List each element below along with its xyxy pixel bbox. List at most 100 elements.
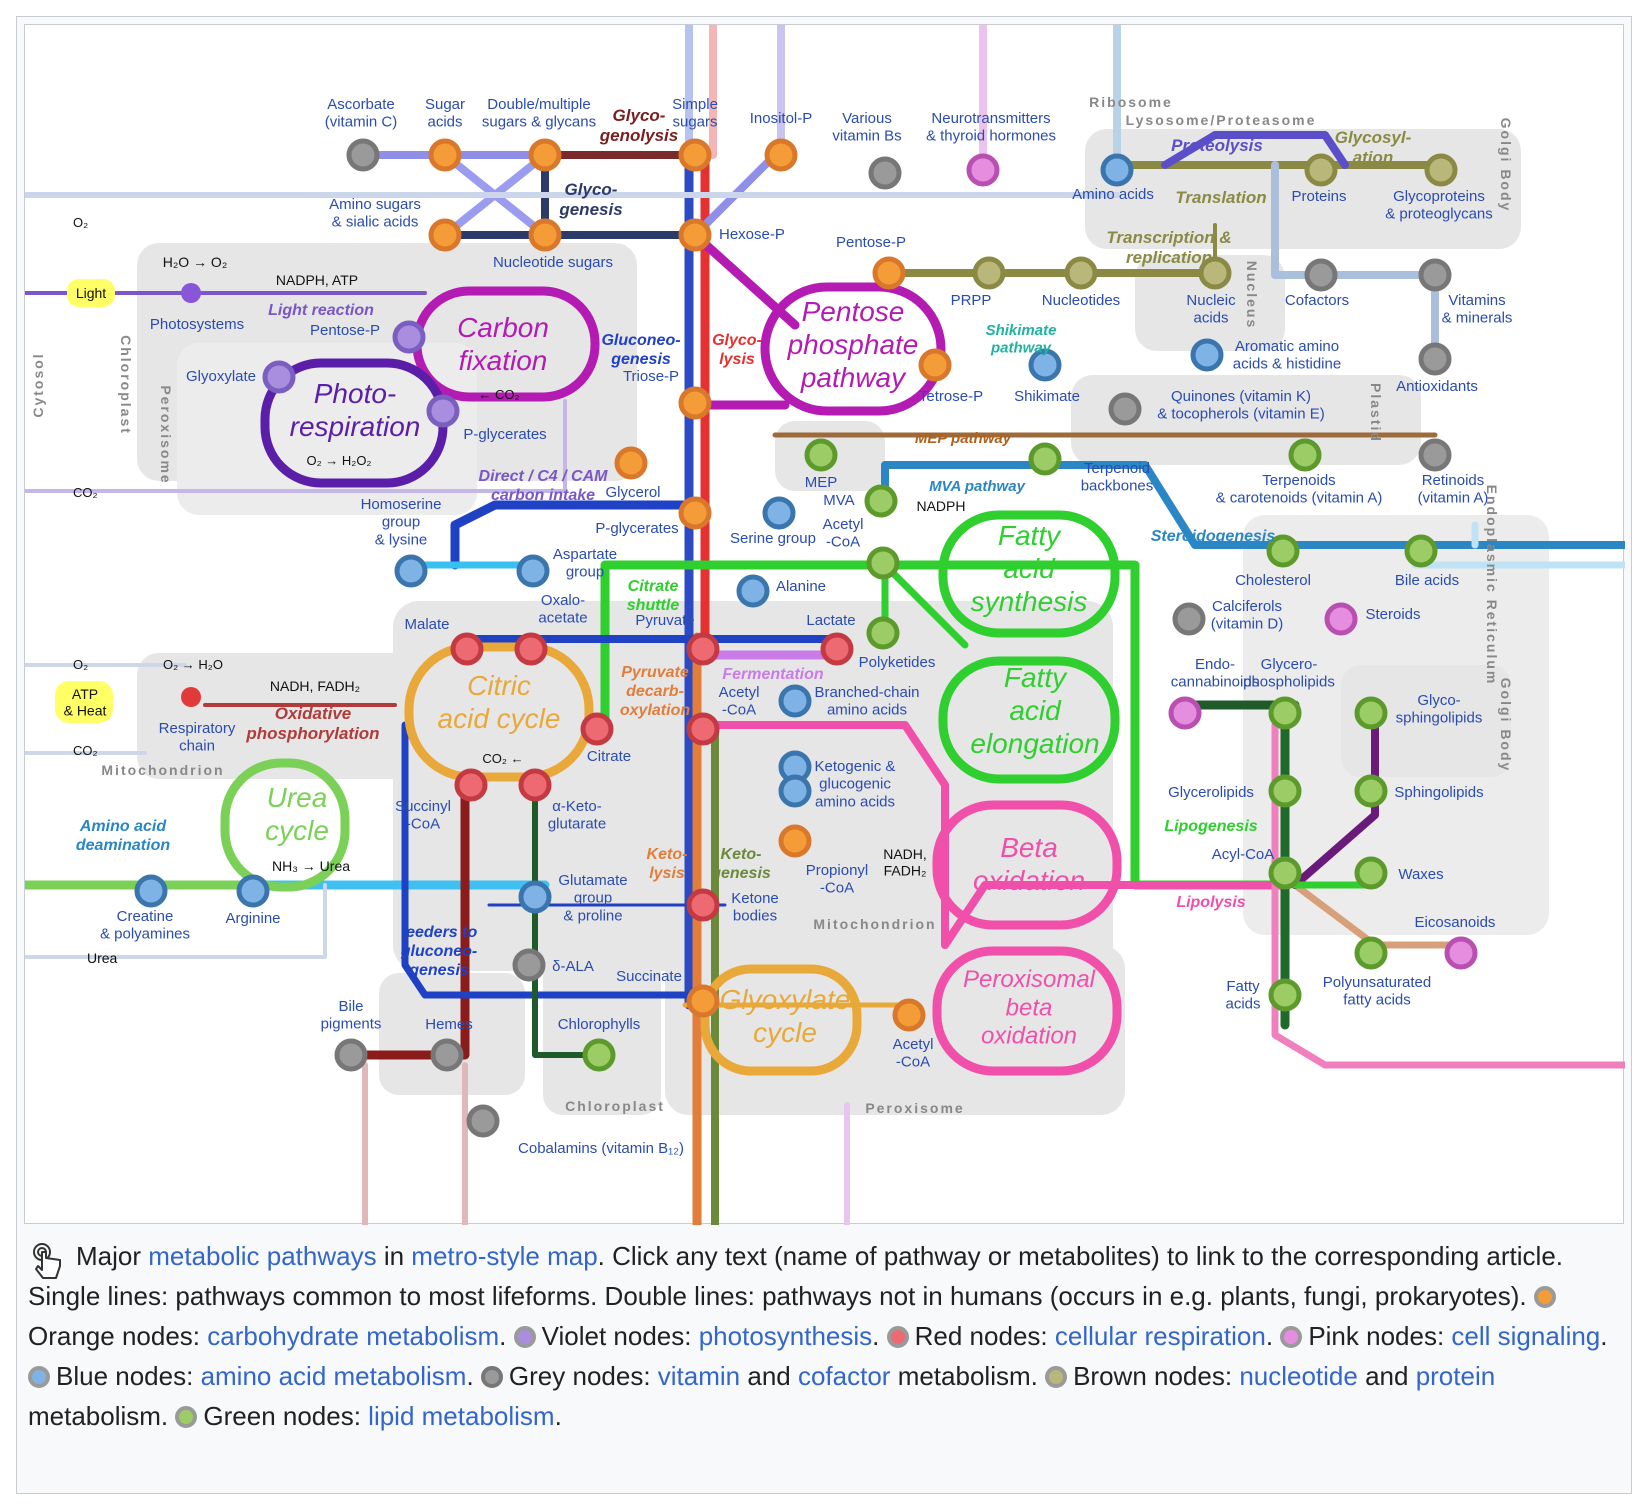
metabolite-label-amino-acids[interactable]: Amino acids	[1072, 186, 1154, 203]
node-aromatic[interactable]	[1190, 338, 1224, 372]
metabolite-label-glycerolipids[interactable]: Glycerolipids	[1168, 784, 1254, 801]
metabolite-label-nadh-fadh2-beta[interactable]: NADH,FADH₂	[883, 846, 927, 879]
pathway-label-mep[interactable]: MEP pathway	[915, 430, 1012, 447]
node-pentose-p-left[interactable]	[392, 320, 426, 354]
amino-acid-metabolism-link[interactable]: amino acid metabolism	[200, 1361, 467, 1391]
metabolite-label-endocannabinoids[interactable]: Endo-cannabinoids	[1171, 656, 1259, 691]
metabolite-label-bile-acids[interactable]: Bile acids	[1395, 572, 1459, 589]
nucleotide-link[interactable]: nucleotide	[1239, 1361, 1358, 1391]
metabolite-label-co2-left[interactable]: CO₂	[73, 485, 98, 500]
protein-link[interactable]: protein	[1415, 1361, 1496, 1391]
node-glycerolipids[interactable]	[1268, 774, 1302, 808]
node-homoserine[interactable]	[394, 554, 428, 588]
node-glycoproteins[interactable]	[1424, 153, 1458, 187]
node-pentose-p-top[interactable]	[872, 256, 906, 290]
node-mep-node[interactable]	[804, 438, 838, 472]
node-ketogenic2[interactable]	[778, 774, 812, 808]
metabolite-label-glyoxylate[interactable]: Glyoxylate	[186, 368, 256, 385]
pathway-label-transcription[interactable]: Transcription &replication	[1106, 228, 1231, 267]
node-amino-acids[interactable]	[1100, 153, 1134, 187]
metabolite-label-inositol-p[interactable]: Inositol-P	[750, 110, 813, 127]
node-lactate[interactable]	[820, 632, 854, 666]
metabolite-label-antioxidants[interactable]: Antioxidants	[1396, 378, 1478, 395]
node-propionyl[interactable]	[778, 824, 812, 858]
node-simple-sugars[interactable]	[678, 138, 712, 172]
metabolite-label-quinones[interactable]: Quinones (vitamin K)& tocopherols (vitam…	[1157, 388, 1325, 423]
lipid-metabolism-link[interactable]: lipid metabolism	[368, 1401, 555, 1431]
metabolite-label-akg[interactable]: α-Keto-glutarate	[548, 798, 606, 833]
metabolite-label-propionyl[interactable]: Propionyl-CoA	[806, 862, 869, 897]
metabolite-label-terpenoids[interactable]: Terpenoids& carotenoids (vitamin A)	[1216, 472, 1383, 507]
node-oxaloacetate[interactable]	[514, 632, 548, 666]
pathway-label-lipogenesis[interactable]: Lipogenesis	[1164, 818, 1257, 835]
node-sugar-acids[interactable]	[428, 138, 462, 172]
node-glycosphingolipids[interactable]	[1354, 696, 1388, 730]
metro-style-map-link[interactable]: metro-style map	[411, 1241, 598, 1271]
node-cobalamins[interactable]	[466, 1104, 500, 1138]
node-branched-chain[interactable]	[778, 684, 812, 718]
node-vitamins-minerals[interactable]	[1418, 258, 1452, 292]
metabolite-label-h2o-o2[interactable]: H₂O → O₂	[163, 254, 228, 270]
node-p-glycerates[interactable]	[678, 496, 712, 530]
metabolite-label-glycerophospholipids[interactable]: Glycero-phospholipids	[1243, 656, 1335, 691]
node-creatine[interactable]	[134, 874, 168, 908]
node-cholesterol[interactable]	[1266, 534, 1300, 568]
metabolite-label-amino-sugars[interactable]: Amino sugars& sialic acids	[329, 196, 421, 231]
node-nucleotide-sugars[interactable]	[528, 218, 562, 252]
metabolite-label-proteins[interactable]: Proteins	[1291, 188, 1346, 205]
node-eicosanoids[interactable]	[1444, 936, 1478, 970]
cellular-respiration-link[interactable]: cellular respiration	[1054, 1321, 1266, 1351]
metabolite-label-pentose-p-top[interactable]: Pentose-P	[836, 234, 906, 251]
node-succinate[interactable]	[686, 984, 720, 1018]
metabolite-label-chlorophylls[interactable]: Chlorophylls	[558, 1016, 641, 1033]
metabolite-label-cholesterol[interactable]: Cholesterol	[1235, 572, 1311, 589]
metabolite-label-o2-mito[interactable]: O₂	[73, 657, 88, 672]
node-nucleic-acids[interactable]	[1198, 256, 1232, 290]
node-terpenoids[interactable]	[1288, 438, 1322, 472]
metabolite-label-malate[interactable]: Malate	[404, 616, 449, 633]
node-acetyl-coa-bottom[interactable]	[892, 998, 926, 1032]
node-citrate[interactable]	[580, 712, 614, 746]
node-ketone-bodies[interactable]	[686, 888, 720, 922]
metabolite-label-nadph-atp[interactable]: NADPH, ATP	[276, 272, 358, 288]
metabolite-label-shikimate[interactable]: Shikimate	[1014, 388, 1080, 405]
metabolite-label-cobalamins[interactable]: Cobalamins (vitamin B₁₂)	[518, 1140, 684, 1157]
metabolite-label-nadph[interactable]: NADPH	[916, 498, 965, 514]
metabolite-label-acetyl-coa-bottom[interactable]: Acetyl-CoA	[893, 1036, 934, 1071]
pathway-label-glycolysis[interactable]: Glyco-lysis	[712, 332, 762, 368]
metabolite-label-vitamins-minerals[interactable]: Vitamins& minerals	[1442, 292, 1513, 327]
pathway-label-glycogenolysis[interactable]: Glyco-genolysis	[599, 106, 678, 145]
metabolite-label-acyl-coa[interactable]: Acyl-CoA	[1212, 846, 1275, 863]
node-malate[interactable]	[450, 632, 484, 666]
metabolite-label-mep-node[interactable]: MEP	[805, 474, 838, 491]
node-pyruvate[interactable]	[686, 632, 720, 666]
node-mva-node[interactable]	[864, 484, 898, 518]
node-akg[interactable]	[518, 768, 552, 802]
metabolite-label-waxes[interactable]: Waxes	[1398, 866, 1443, 883]
metabolite-label-o2-h2o2[interactable]: O₂ → H₂O₂	[307, 453, 372, 468]
pathway-label-photorespiration[interactable]: Photo-respiration	[290, 378, 421, 442]
node-aspartate[interactable]	[516, 554, 550, 588]
metabolite-label-prpp[interactable]: PRPP	[951, 292, 992, 309]
metabolite-label-calciferols[interactable]: Calciferols(vitamin D)	[1211, 598, 1284, 633]
node-quinones[interactable]	[1108, 392, 1142, 426]
node-hemes[interactable]	[430, 1038, 464, 1072]
pathway-label-ketolysis[interactable]: Keto-lysis	[647, 846, 688, 882]
node-acetyl-coa-mid[interactable]	[686, 712, 720, 746]
metabolite-label-nucleotides[interactable]: Nucleotides	[1042, 292, 1120, 309]
node-serine-group[interactable]	[762, 496, 796, 530]
node-glyoxylate[interactable]	[262, 360, 296, 394]
metabolite-label-citrate[interactable]: Citrate	[587, 748, 631, 765]
node-tetrose-p[interactable]	[918, 348, 952, 382]
metabolite-label-lactate[interactable]: Lactate	[806, 612, 855, 629]
